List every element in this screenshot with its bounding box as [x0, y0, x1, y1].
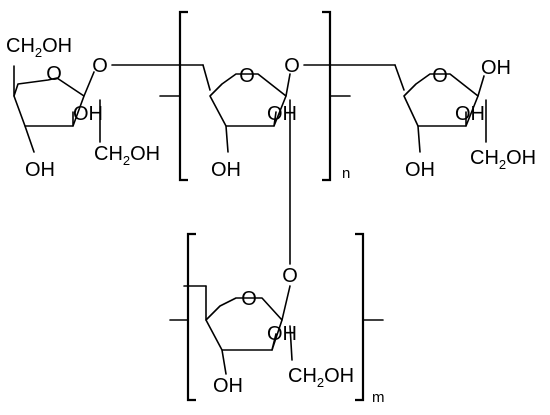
bracket-n-right: [322, 10, 332, 182]
bracket-m-left: [186, 232, 196, 402]
ch2oh-4: CH2OH: [288, 365, 354, 390]
hydroxyl-4a: OH: [267, 323, 297, 345]
bond-3-anomeric-oh: [477, 75, 485, 97]
bond-1-bridge: [83, 71, 95, 97]
hydroxyl-1b: OH: [25, 159, 55, 181]
hydroxyl-1a: OH: [73, 103, 103, 125]
bracket-m-right: [355, 232, 365, 402]
hydroxyl-3b: OH: [455, 103, 485, 125]
hydroxyl-3c: OH: [405, 159, 435, 181]
bond-1-c4oh: [24, 125, 35, 153]
bond-3-ch2: [394, 64, 405, 91]
hydroxyl-3a: OH: [481, 57, 511, 79]
repeat-index-n: n: [342, 165, 350, 182]
fructose-unit-2: O O OH OH: [202, 55, 396, 265]
ring-1: [13, 77, 85, 127]
ch2oh-1b: CH2OH: [94, 143, 160, 168]
ring-oxygen-4: O: [241, 288, 257, 310]
ring-oxygen-2: O: [239, 65, 255, 87]
fructose-unit-3: O OH OH OH CH2OH: [394, 57, 536, 181]
ring-oxygen-1: O: [46, 63, 62, 85]
bond-2-c3oh: [273, 111, 277, 127]
bracket-n-left: [178, 10, 188, 182]
hydroxyl-4b: OH: [213, 375, 243, 397]
bond-branch-anomeric: [281, 285, 291, 321]
bond-2-c4oh: [225, 125, 229, 153]
bond-4-c4oh: [221, 349, 227, 375]
ring-3: [403, 73, 479, 127]
bond-4-ch2oh: [289, 325, 293, 361]
ring-2: [209, 73, 287, 127]
bond-2-ch2: [202, 64, 211, 91]
fructose-unit-4: O O OH OH CH2OH: [183, 265, 354, 397]
ch2oh-1a: CH2OH: [6, 35, 72, 60]
repeat-index-m: m: [372, 389, 385, 406]
fructose-unit-1: O CH2OH O OH OH CH2OH: [6, 35, 160, 181]
ring-4: [205, 297, 283, 351]
bridge-oxygen-1: O: [92, 55, 108, 77]
ring-oxygen-3: O: [432, 65, 448, 87]
bridge-oxygen-branch: O: [282, 265, 298, 287]
ch2oh-3: CH2OH: [470, 147, 536, 172]
bond-3-c4oh: [417, 125, 421, 153]
bond-4-c3oh: [271, 333, 277, 351]
hydroxyl-2a: OH: [267, 103, 297, 125]
bridge-oxygen-2: O: [284, 55, 300, 77]
hydroxyl-2b: OH: [211, 159, 241, 181]
bond-2-bridge: [285, 73, 291, 97]
